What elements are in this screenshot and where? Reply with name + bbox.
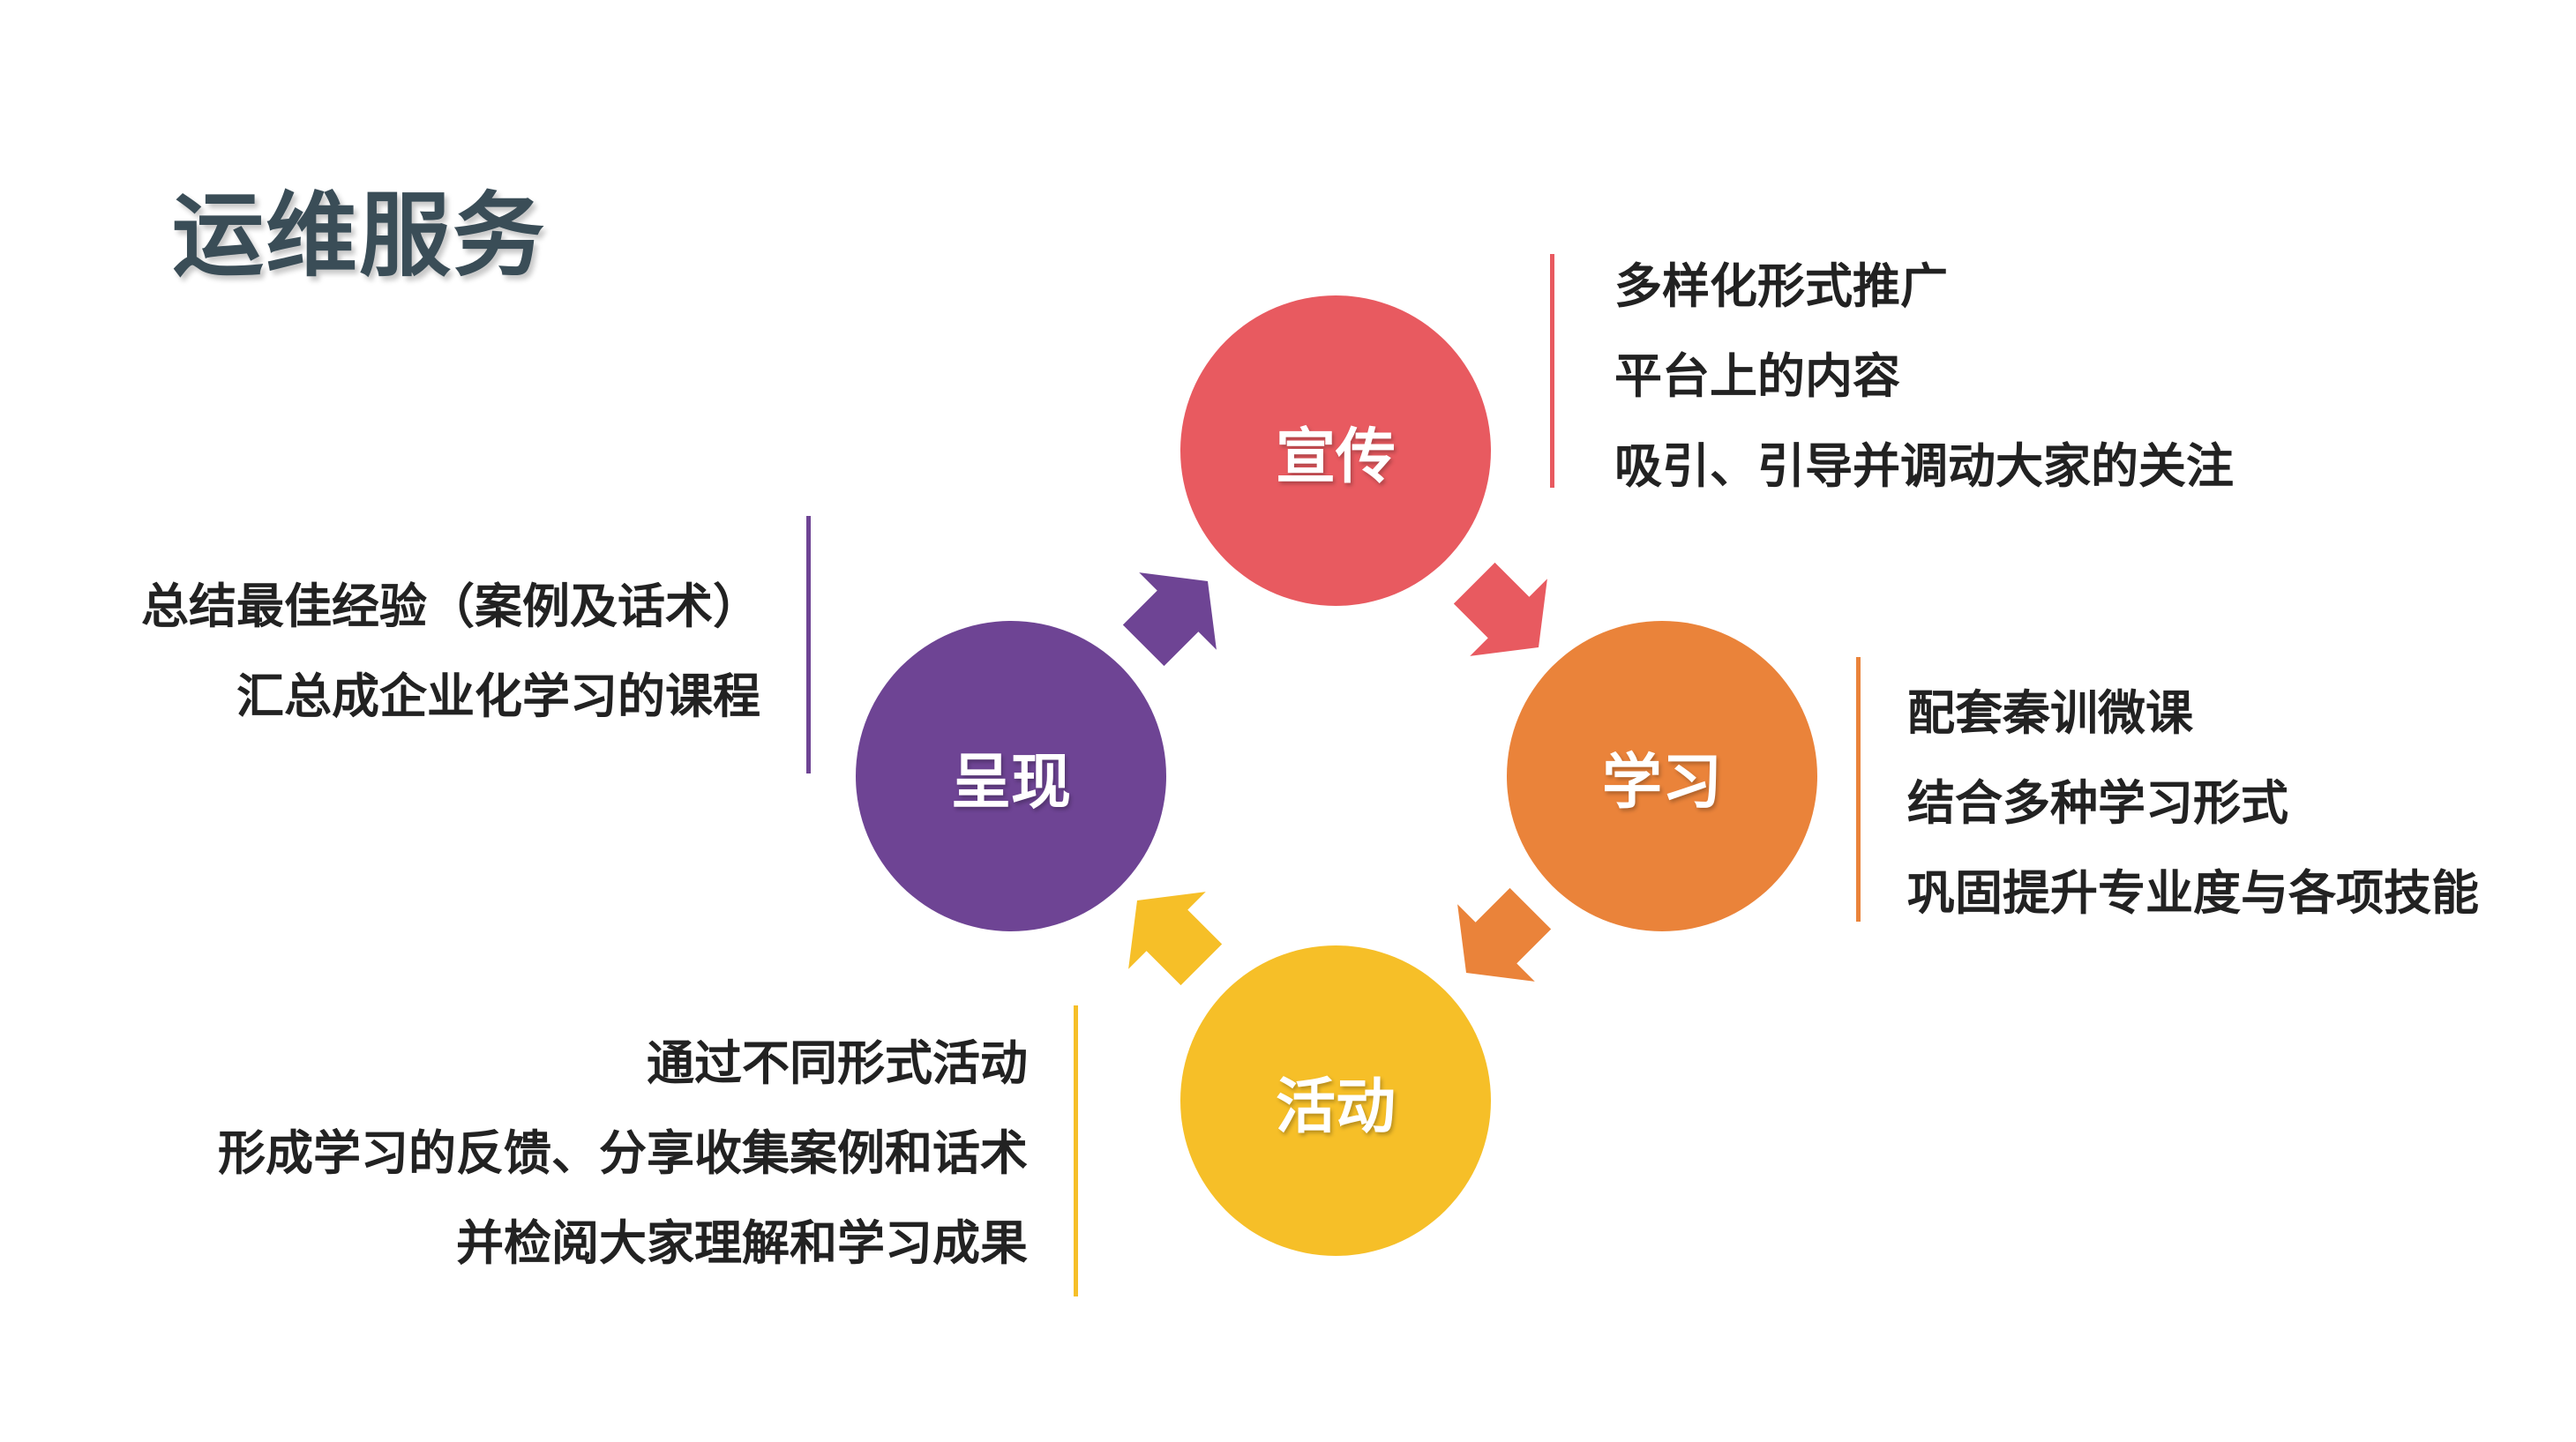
present-divider xyxy=(806,516,811,773)
activity-line-2: 形成学习的反馈、分享收集案例和话术 xyxy=(218,1125,1028,1181)
node-activity-label: 活动 xyxy=(1275,1072,1396,1142)
node-present: 呈现 xyxy=(856,621,1166,931)
promote-line-2: 平台上的内容 xyxy=(1614,348,1900,404)
node-activity: 活动 xyxy=(1180,945,1491,1256)
arrow-learn-to-activity xyxy=(1457,887,1552,982)
node-present-label: 呈现 xyxy=(950,747,1071,818)
node-learn-label: 学习 xyxy=(1601,747,1722,818)
arrow-present-to-promote xyxy=(1122,572,1217,667)
learn-description: 配套秦训微课 结合多种学习形式 巩固提升专业度与各项技能 xyxy=(1907,669,2479,938)
present-description: 总结最佳经验（案例及话术） 汇总成企业化学习的课程 xyxy=(141,562,760,742)
present-line-1: 总结最佳经验（案例及话术） xyxy=(141,579,760,634)
promote-description: 多样化形式推广 平台上的内容 吸引、引导并调动大家的关注 xyxy=(1614,242,2234,512)
activity-line-3: 并检阅大家理解和学习成果 xyxy=(456,1215,1028,1271)
promote-line-3: 吸引、引导并调动大家的关注 xyxy=(1614,438,2234,494)
arrow-promote-to-learn xyxy=(1453,562,1547,656)
learn-divider xyxy=(1856,657,1861,922)
promote-line-1: 多样化形式推广 xyxy=(1614,258,1948,314)
node-promote: 宣传 xyxy=(1180,295,1491,606)
activity-description: 通过不同形式活动 形成学习的反馈、分享收集案例和话术 并检阅大家理解和学习成果 xyxy=(218,1019,1028,1289)
node-learn: 学习 xyxy=(1507,621,1817,931)
page-title: 运维服务 xyxy=(172,182,547,289)
node-promote-label: 宣传 xyxy=(1275,422,1396,492)
activity-line-1: 通过不同形式活动 xyxy=(647,1035,1028,1091)
learn-line-1: 配套秦训微课 xyxy=(1907,685,2193,741)
promote-divider xyxy=(1550,254,1554,488)
arrow-activity-to-present xyxy=(1128,892,1223,986)
learn-line-2: 结合多种学习形式 xyxy=(1907,775,2288,831)
learn-line-3: 巩固提升专业度与各项技能 xyxy=(1907,865,2479,921)
present-line-2: 汇总成企业化学习的课程 xyxy=(236,669,760,724)
activity-divider xyxy=(1074,1005,1078,1296)
